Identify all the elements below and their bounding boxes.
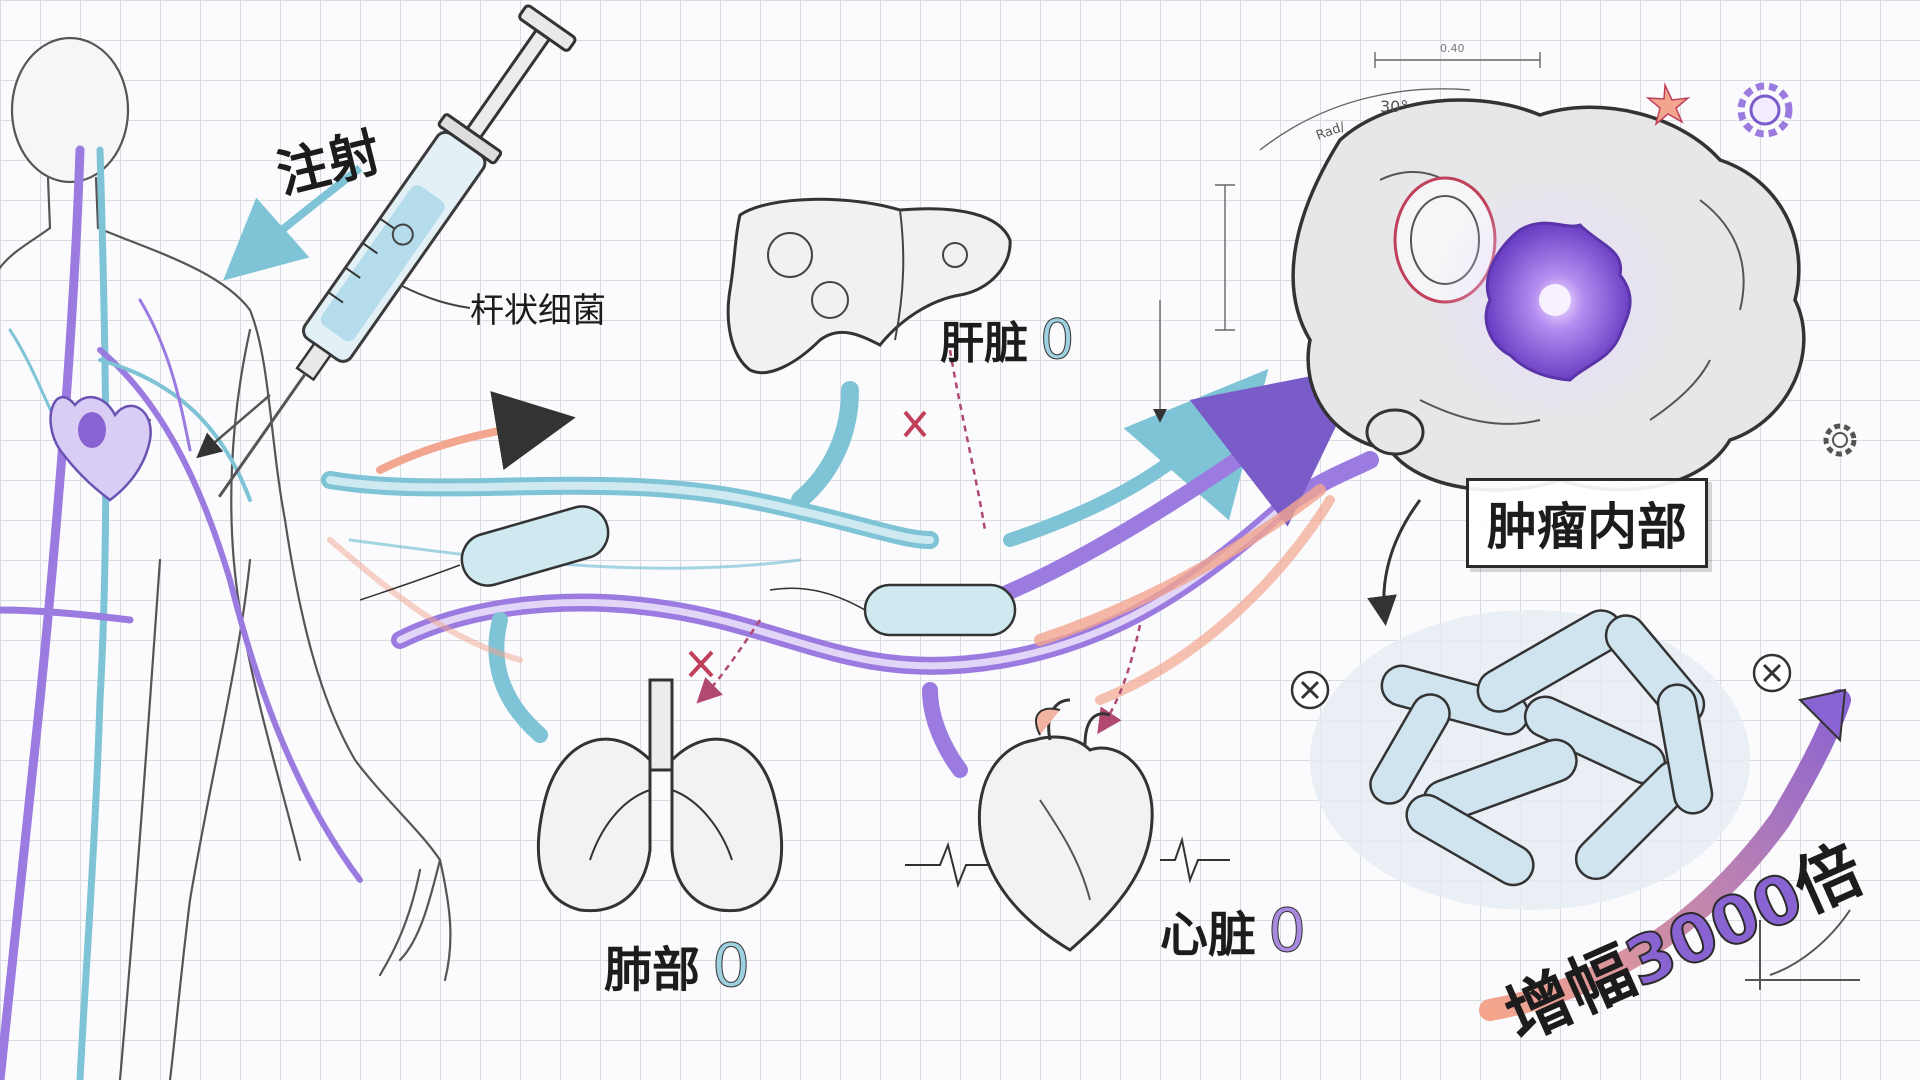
blocked-path-lung xyxy=(688,619,762,704)
growth-arrow xyxy=(1479,689,1851,1021)
heart-count: 0 xyxy=(1268,896,1307,967)
blocked-marker-left xyxy=(1290,670,1330,710)
ecg-line-right xyxy=(1160,836,1230,884)
heart-organ-icon xyxy=(977,698,1154,952)
tumor-mass-icon xyxy=(1291,98,1806,492)
liver-portal-vessel xyxy=(791,381,859,509)
liver-icon xyxy=(726,197,1012,375)
bacterium-in-stream-1 xyxy=(359,505,610,601)
blocked-marker-right xyxy=(1752,653,1792,693)
liver-count: 0 xyxy=(1039,308,1075,372)
spark-icon xyxy=(1645,82,1691,127)
heart-name: 心脏 xyxy=(1160,907,1257,963)
measure-top-label: 0.40 xyxy=(1440,42,1465,55)
bacteria-label: 杆状细菌 xyxy=(470,291,606,331)
liver-name: 肝脏 xyxy=(940,318,1028,369)
bacteria-colony-icon xyxy=(1310,609,1750,910)
mini-growth-chart xyxy=(1745,909,1860,990)
tumor-to-colony-arrow xyxy=(1367,499,1422,626)
tumor-label: 肿瘤内部 xyxy=(1466,478,1708,568)
gear-icon xyxy=(1737,82,1793,138)
growth-arrowhead xyxy=(1798,688,1847,743)
blocked-path-liver xyxy=(903,349,987,531)
measurement-lines xyxy=(1153,52,1541,423)
gear-icon-small xyxy=(1823,423,1857,457)
lung-name: 肺部 xyxy=(604,942,701,998)
ecg-line-left xyxy=(905,841,990,889)
blood-flow-streams xyxy=(321,365,1379,778)
measure-angle-label: 30° xyxy=(1380,97,1408,116)
lungs-icon xyxy=(536,678,784,913)
lung-count: 0 xyxy=(712,931,751,1002)
injection-arrow xyxy=(196,394,271,459)
bacterium-in-stream-2 xyxy=(769,583,1017,637)
label-leader xyxy=(399,284,471,309)
syringe-icon xyxy=(218,4,577,498)
syringe-arrow xyxy=(223,164,363,281)
body-heart-icon xyxy=(49,395,152,502)
blood-vessels xyxy=(0,145,363,1080)
blocked-path-heart xyxy=(1097,624,1142,735)
